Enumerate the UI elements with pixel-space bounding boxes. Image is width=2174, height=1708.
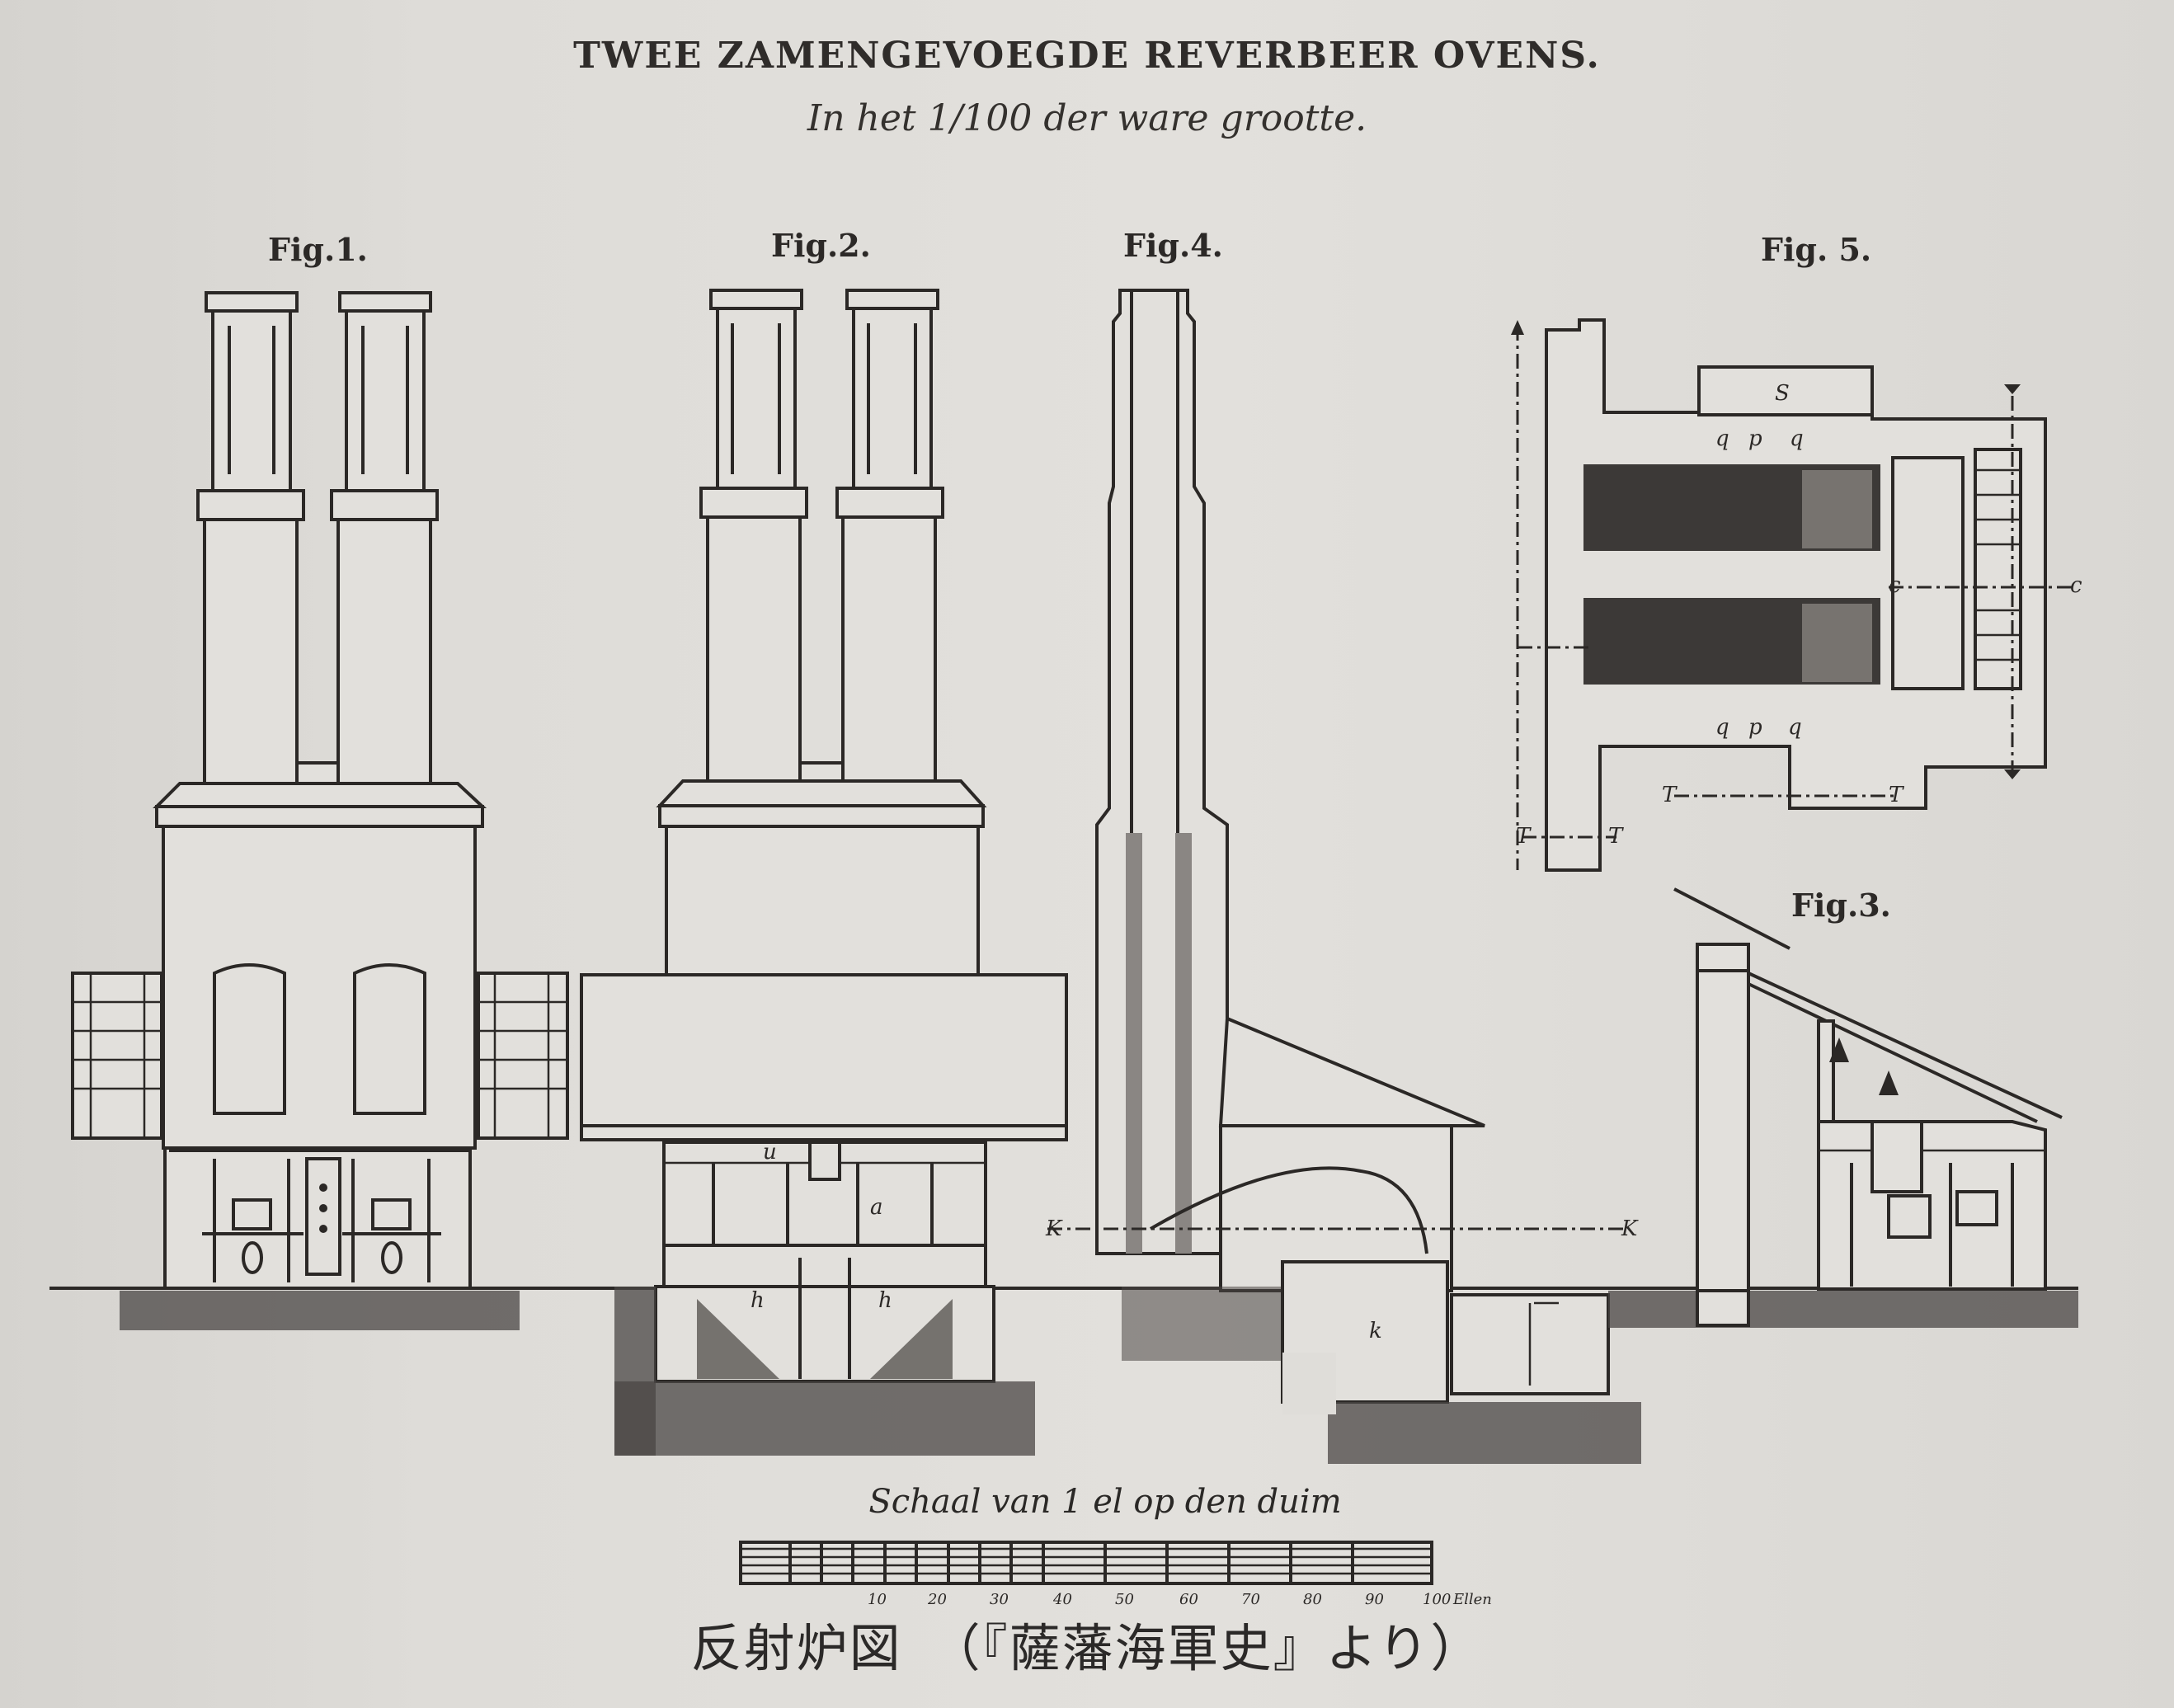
fig2-label-h-right: h — [878, 1288, 892, 1313]
svg-text:q: q — [1790, 426, 1804, 451]
svg-text:40: 40 — [1052, 1591, 1072, 1608]
svg-text:T: T — [1889, 783, 1904, 807]
fig5-label-S: S — [1775, 381, 1790, 406]
svg-text:p: p — [1748, 715, 1762, 740]
fig3-label: Fig.3. — [1791, 887, 1891, 924]
svg-text:q: q — [1788, 715, 1802, 740]
plate-title: TWEE ZAMENGEVOEGDE REVERBEER OVENS. — [573, 35, 1601, 77]
scale-unit: Ellen — [1452, 1591, 1492, 1608]
svg-text:q: q — [1715, 715, 1729, 740]
fig1-label: Fig.1. — [268, 231, 368, 268]
svg-text:T: T — [1608, 824, 1624, 849]
fig3-elevation — [1608, 887, 2078, 1328]
figure-caption: 反射炉図 （『薩藩海軍史』より） — [690, 1618, 1484, 1678]
svg-text:60: 60 — [1179, 1591, 1198, 1608]
svg-text:a: a — [870, 1195, 883, 1220]
svg-text:90: 90 — [1365, 1591, 1384, 1608]
svg-text:30: 30 — [990, 1591, 1009, 1608]
svg-text:T: T — [1662, 783, 1678, 807]
fig2-label-u: u — [763, 1140, 777, 1165]
scale-label: Schaal van 1 el op den duim — [868, 1483, 1342, 1521]
fig5-label: Fig. 5. — [1761, 231, 1872, 268]
svg-text:c: c — [2070, 573, 2082, 598]
fig4-label-K-right: K — [1621, 1216, 1639, 1241]
svg-text:c: c — [1889, 573, 1901, 598]
svg-text:70: 70 — [1241, 1591, 1260, 1608]
scale-bar: 10 20 30 40 50 60 70 80 90 100 Ellen — [739, 1541, 1492, 1608]
svg-text:q: q — [1715, 426, 1729, 451]
svg-text:50: 50 — [1115, 1591, 1134, 1608]
svg-text:p: p — [1748, 426, 1762, 451]
fig4-label-k: k — [1369, 1319, 1382, 1343]
svg-text:100: 100 — [1423, 1591, 1451, 1608]
fig2-label-h-left: h — [751, 1288, 765, 1313]
fig4-label: Fig.4. — [1123, 227, 1223, 264]
plate-subtitle: In het 1/100 der ware grootte. — [807, 97, 1367, 139]
fig2-section: h h u a — [580, 289, 1068, 1456]
svg-text:80: 80 — [1303, 1591, 1322, 1608]
svg-text:T: T — [1516, 824, 1532, 849]
scale-tick-10: 10 — [868, 1591, 887, 1608]
fig1-elevation — [71, 291, 569, 1330]
fig4-section: K K k — [1045, 289, 1641, 1464]
fig2-label: Fig.2. — [771, 227, 871, 264]
fig4-label-K-left: K — [1045, 1216, 1063, 1241]
svg-text:20: 20 — [927, 1591, 947, 1608]
